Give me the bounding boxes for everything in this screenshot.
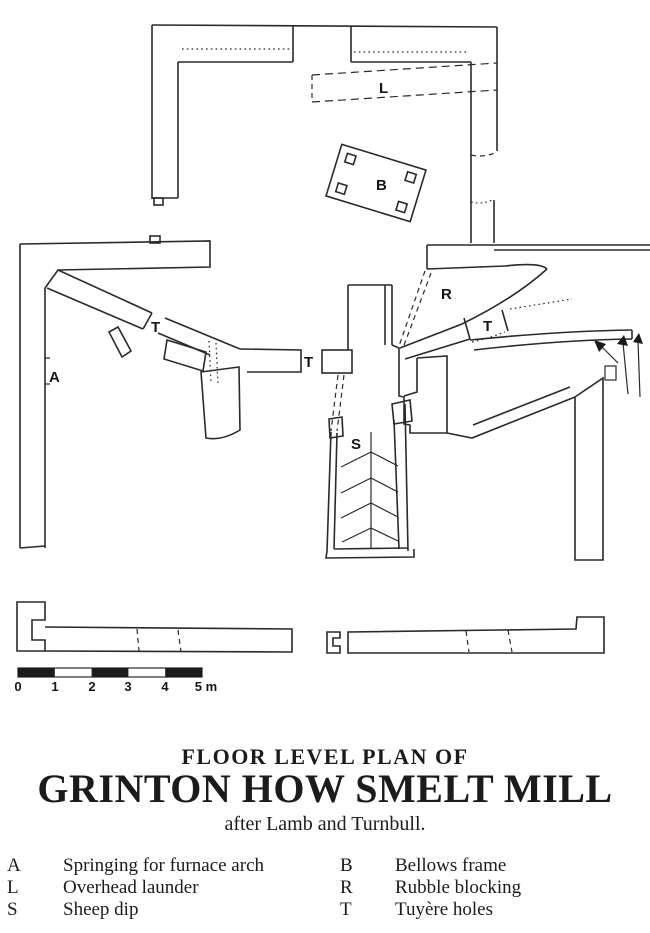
legend-desc: Sheep dip — [63, 899, 139, 920]
legend-row-springing: A Springing for furnace arch — [7, 855, 264, 877]
scale-label-4: 4 — [161, 679, 169, 694]
legend-row-rubble: R Rubble blocking — [340, 877, 521, 899]
bellows-frame — [325, 143, 427, 223]
slope-arrows — [594, 333, 643, 398]
scale-label-2: 2 — [88, 679, 95, 694]
east-stepped-walls — [391, 344, 617, 561]
legend-desc: Rubble blocking — [395, 877, 522, 898]
mid-diagonal-wall — [157, 317, 302, 440]
label-sheep-dip: S — [351, 436, 361, 453]
slope-arrow — [617, 335, 629, 395]
label-tuyere-mid: T — [304, 354, 313, 371]
wall-foot — [153, 197, 164, 206]
legend-right-column: B Bellows frame R Rubble blocking T Tuyère … — [340, 855, 521, 921]
legend-row-sheep-dip: S Sheep dip — [7, 899, 264, 921]
scale-label-0: 0 — [14, 679, 21, 694]
flue-stub — [321, 349, 353, 374]
label-tuyere-east: T — [483, 318, 492, 335]
plan-attribution: after Lamb and Turnbull. — [224, 813, 426, 835]
scale-bar: 0 1 2 3 4 5 m — [14, 667, 217, 694]
legend-key: R — [340, 877, 353, 898]
legend-key: B — [340, 855, 353, 876]
scale-label-5m: 5 m — [195, 679, 217, 694]
label-rubble: R — [441, 286, 452, 303]
legend-row-bellows: B Bellows frame — [340, 855, 521, 877]
floor-plan-drawing: L B R — [14, 24, 650, 694]
legend-key: L — [7, 877, 19, 898]
legend-key: S — [7, 899, 18, 920]
west-walls — [19, 235, 211, 549]
slope-arrow — [633, 333, 643, 398]
legend-desc: Tuyère holes — [395, 899, 493, 920]
legend-row-launder: L Overhead launder — [7, 877, 264, 899]
top-building-walls — [151, 24, 498, 243]
sheep-dip-chevrons — [340, 451, 399, 543]
wall-tick — [149, 235, 161, 244]
northeast-wall — [426, 244, 650, 269]
central-flue — [321, 284, 393, 432]
legend-row-tuyere: T Tuyère holes — [340, 899, 521, 921]
legend-key: A — [7, 855, 21, 876]
label-launder: L — [379, 80, 388, 97]
springing-diagonal-wall — [46, 269, 153, 359]
plan-subtitle: FLOOR LEVEL PLAN OF — [181, 744, 469, 769]
overhead-launder-outline — [311, 62, 498, 103]
legend-left-column: A Springing for furnace arch L Overhead la… — [7, 855, 264, 921]
legend-desc: Overhead launder — [63, 877, 199, 898]
label-bellows: B — [376, 177, 387, 194]
label-springing: A — [49, 369, 60, 386]
detached-block — [107, 325, 133, 359]
plan-title: GRINTON HOW SMELT MILL — [37, 766, 613, 811]
legend-desc: Springing for furnace arch — [63, 855, 265, 876]
south-wall-east — [326, 616, 605, 654]
scale-label-1: 1 — [51, 679, 58, 694]
label-tuyere-west: T — [151, 319, 160, 336]
east-tuyere-wall — [404, 298, 633, 360]
sheep-dip — [325, 399, 415, 559]
south-wall-west — [16, 601, 293, 653]
legend-desc: Bellows frame — [395, 855, 507, 876]
scale-label-3: 3 — [124, 679, 131, 694]
slope-arrow — [594, 340, 619, 364]
pier — [200, 366, 241, 440]
legend-key: T — [340, 899, 352, 920]
wall-notch — [604, 365, 617, 381]
